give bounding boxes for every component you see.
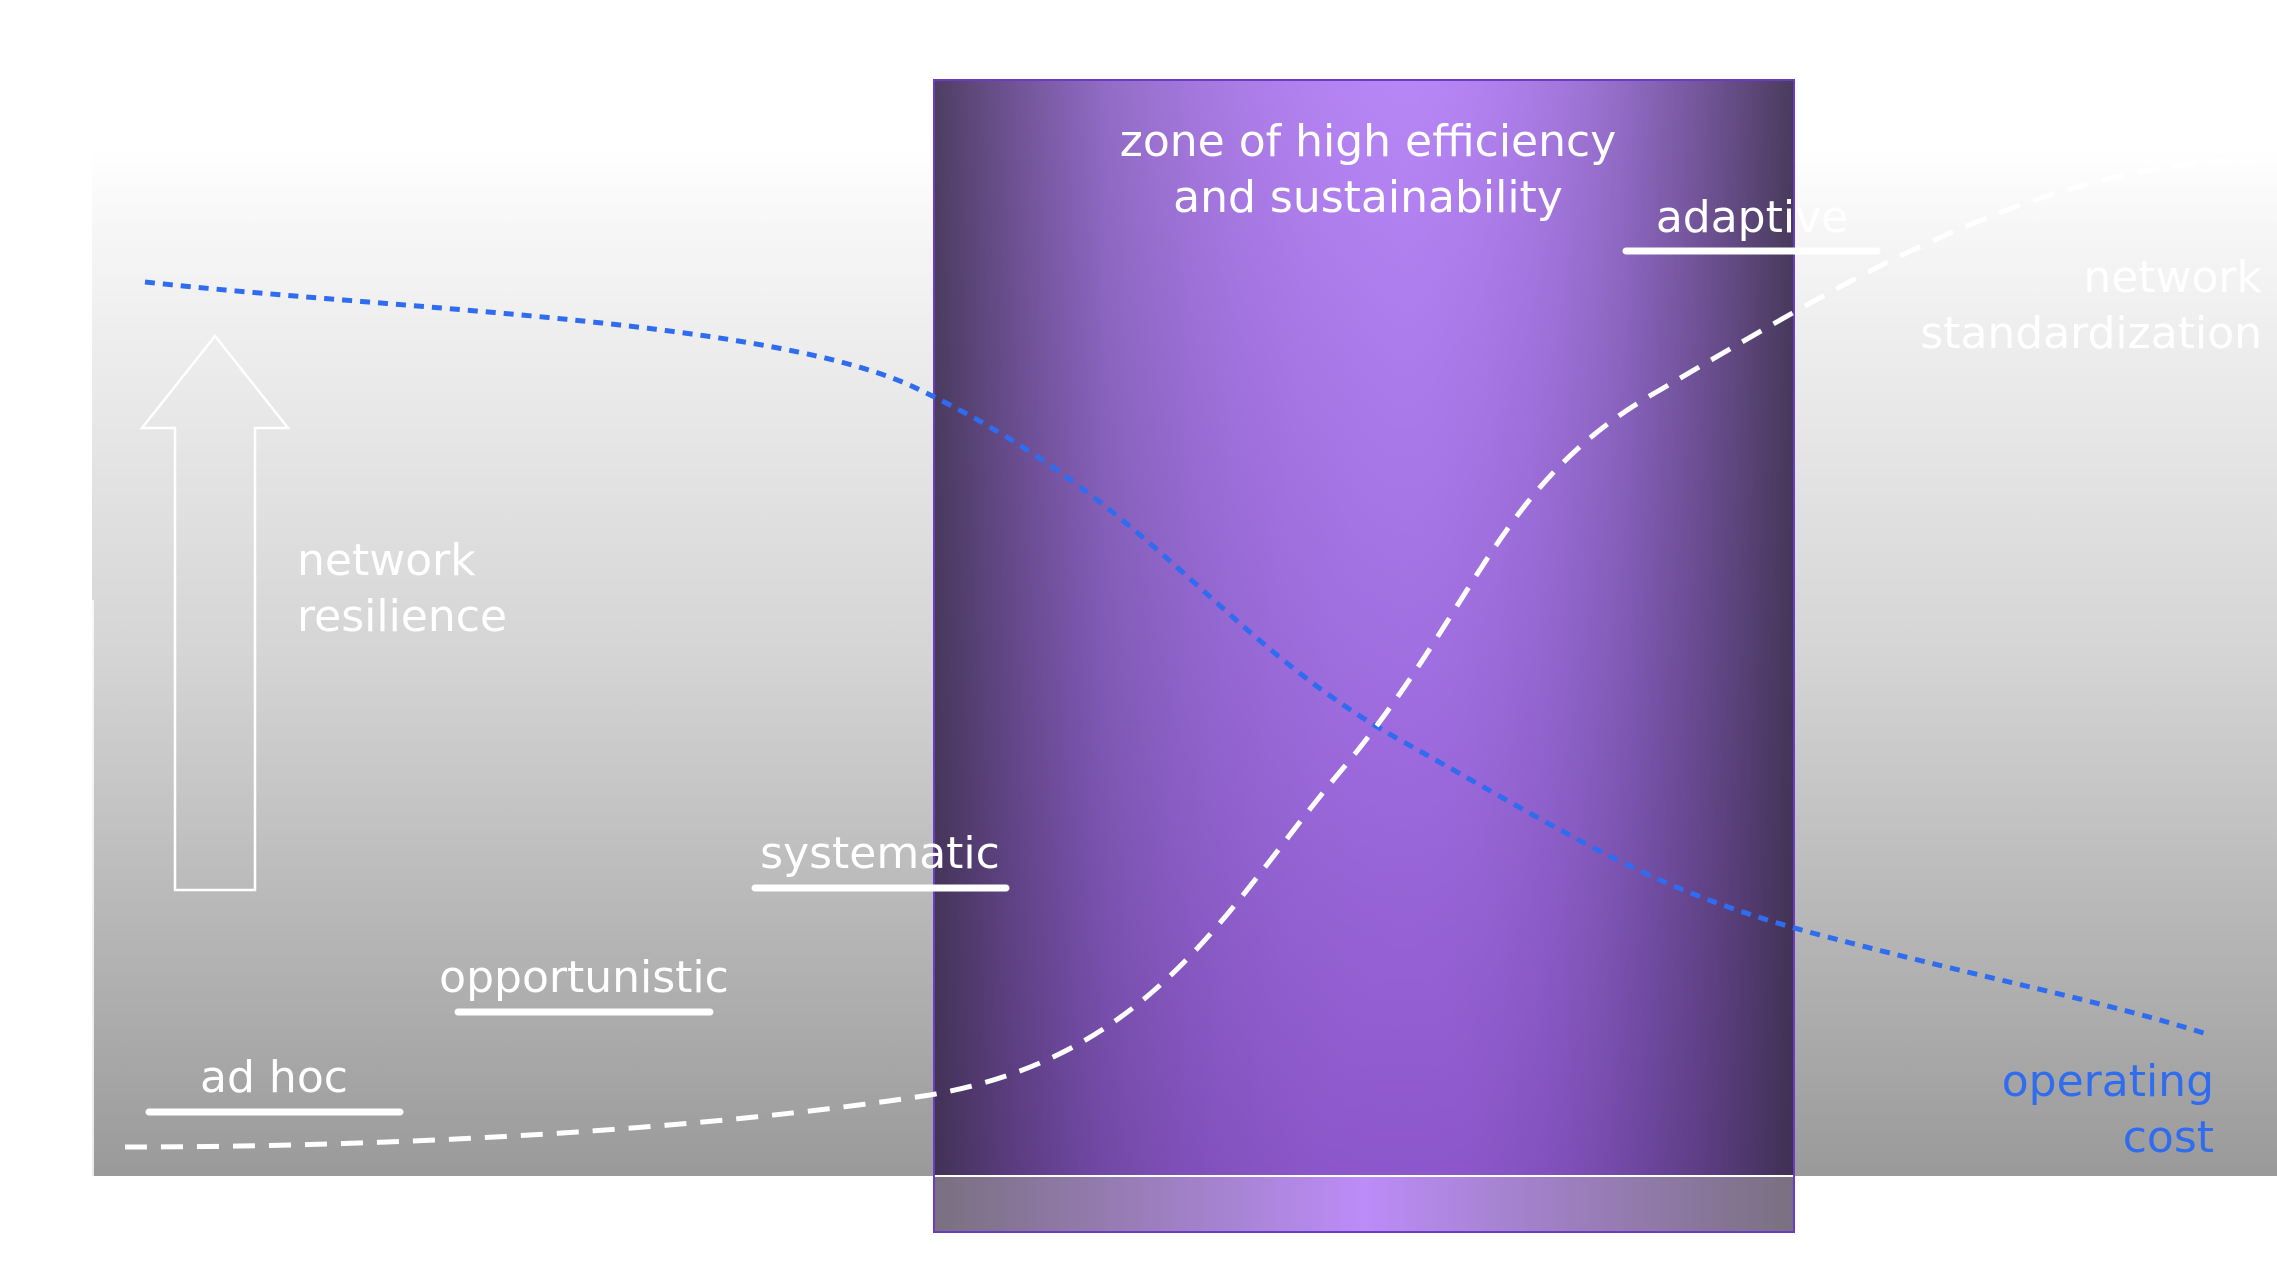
maturity-label-systematic: systematic xyxy=(760,828,1000,879)
operating-cost-label-line2: cost xyxy=(2123,1112,2214,1163)
maturity-label-adaptive: adaptive xyxy=(1656,192,1848,243)
maturity-step-opportunistic: opportunistic xyxy=(439,952,729,1016)
maturity-label-opportunistic: opportunistic xyxy=(439,952,729,1003)
zone-label-line2: and sustainability xyxy=(1173,172,1563,223)
resilience-label-line2: resilience xyxy=(297,591,507,642)
efficiency-zone xyxy=(933,79,1795,1233)
resilience-label-line1: network xyxy=(297,535,476,586)
operating-cost-label-line1: operating xyxy=(2002,1056,2214,1107)
maturity-label-ad-hoc: ad hoc xyxy=(200,1052,348,1103)
operating-cost-curve xyxy=(144,279,2211,1038)
resilience-arrow-icon xyxy=(139,333,291,892)
maturity-step-systematic: systematic xyxy=(751,828,1010,892)
maturity-step-ad-hoc: ad hoc xyxy=(145,1052,404,1116)
standardization-label-line2: standardization xyxy=(1920,308,2262,359)
maturity-step-adaptive: adaptive xyxy=(1622,192,1881,255)
zone-label-line1: zone of high efficiency xyxy=(1120,116,1616,167)
standardization-label-line1: network xyxy=(2083,252,2262,303)
